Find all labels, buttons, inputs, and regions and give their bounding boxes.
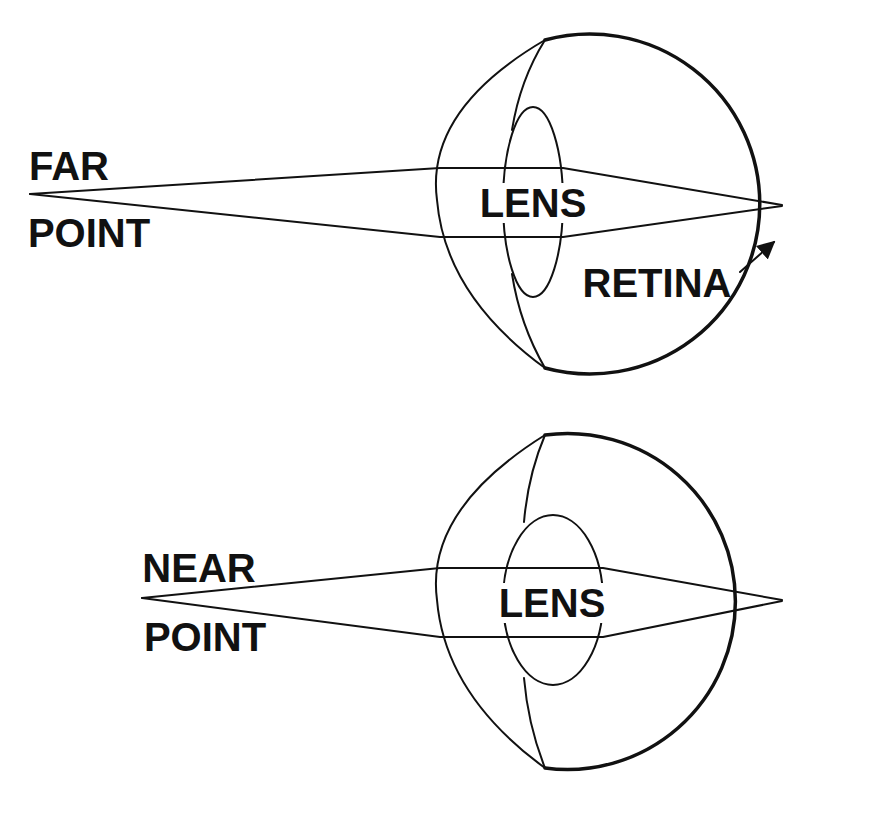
point-label: FAR <box>29 146 109 186</box>
point-label: POINT <box>28 213 150 253</box>
part-label: RETINA <box>583 263 732 303</box>
point-label: NEAR <box>142 548 255 588</box>
part-label: LENS <box>478 183 589 223</box>
leader-arrow <box>740 242 774 272</box>
ciliary-line <box>524 435 545 522</box>
ciliary-line <box>512 274 545 368</box>
light-ray <box>30 168 782 205</box>
point-label: POINT <box>144 617 266 657</box>
part-label: LENS <box>497 583 608 623</box>
ciliary-line <box>512 40 545 130</box>
ciliary-line <box>524 678 545 768</box>
